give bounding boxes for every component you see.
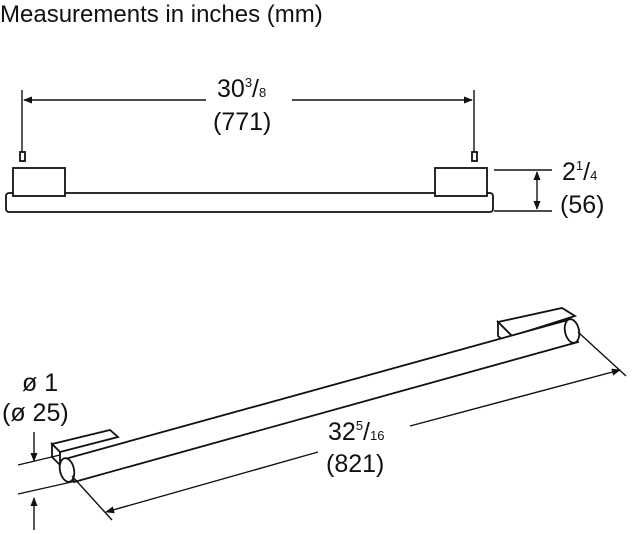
- length-denominator: 16: [370, 428, 384, 443]
- standoff-right: [434, 167, 488, 197]
- diameter-mm: (ø 25): [2, 399, 69, 427]
- width-whole: 30: [217, 75, 245, 103]
- length-mm: (821): [326, 450, 384, 478]
- width-label: 303/8: [217, 75, 266, 103]
- length-dimension-line-right: [409, 368, 621, 427]
- height-numerator: 1: [576, 158, 583, 173]
- front-view: 303/8 (771) 21/4 (56): [5, 75, 604, 219]
- length-label: 325/16: [328, 418, 384, 446]
- handle-bar-front: [5, 192, 494, 213]
- width-denominator: 8: [259, 85, 266, 100]
- bar-end-cap-right: [563, 318, 581, 344]
- length-whole: 32: [328, 418, 356, 446]
- height-mm: (56): [560, 191, 604, 219]
- height-label: 21/4: [562, 158, 597, 186]
- mount-stud-right: [471, 151, 478, 162]
- height-denominator: 4: [590, 168, 597, 183]
- width-mm: (771): [213, 108, 271, 136]
- length-numerator: 5: [356, 418, 363, 433]
- length-dimension-line-left: [105, 451, 319, 514]
- standoff-left: [12, 167, 66, 197]
- height-whole: 2: [562, 158, 576, 186]
- width-numerator: 3: [245, 75, 252, 90]
- bar-end-cap-left: [58, 457, 76, 483]
- diameter-inch: ø 1: [22, 369, 58, 397]
- perspective-view: 325/16 (821) ø 1 (ø 25): [2, 307, 627, 530]
- page-title: Measurements in inches (mm): [0, 1, 323, 28]
- mount-stud-left: [19, 151, 26, 162]
